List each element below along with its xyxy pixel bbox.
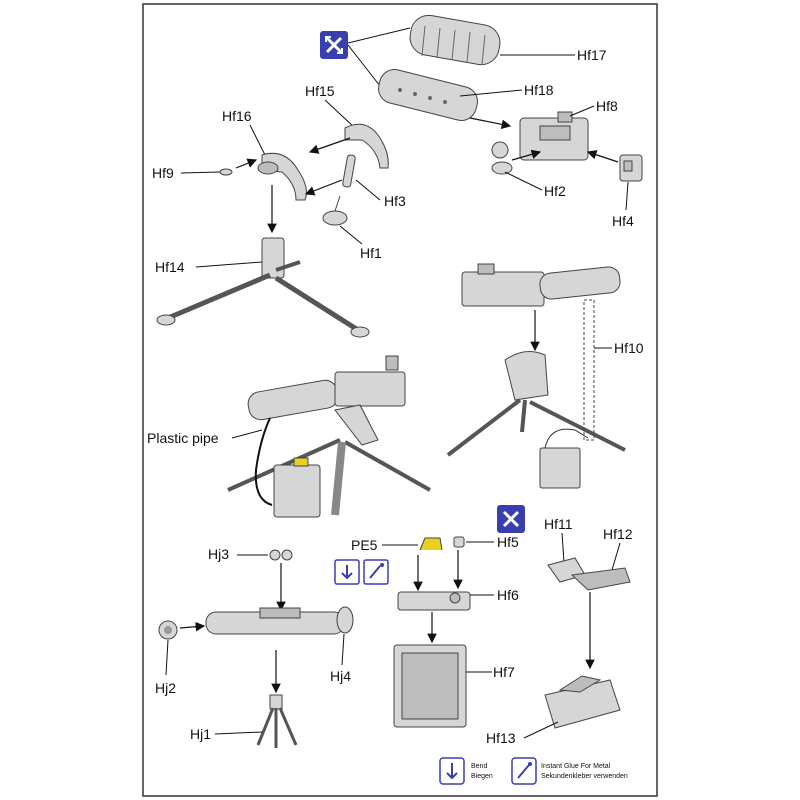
hf6-part: [397, 591, 471, 611]
label-hf14: Hf14: [155, 259, 185, 275]
label-hf2: Hf2: [544, 183, 566, 199]
pe5-part: [419, 537, 443, 551]
label-hf12: Hf12: [603, 526, 633, 542]
label-hf16: Hf16: [222, 108, 252, 124]
hf9-part: [219, 168, 233, 176]
hf4-part: [619, 154, 643, 182]
label-hf11: Hf11: [544, 516, 573, 532]
label-hj4: Hj4: [330, 668, 351, 684]
label-hf5: Hf5: [497, 534, 519, 550]
page-frame: [142, 3, 658, 797]
swap-icon: [497, 505, 525, 533]
legend-bend-icon: [439, 757, 465, 785]
label-hf15: Hf15: [305, 83, 335, 99]
hf14-tripod: [156, 237, 370, 338]
hf16-part: [257, 152, 307, 201]
hj3-part: [269, 549, 293, 561]
bend-icon: [334, 559, 360, 585]
label-hf8: Hf8: [596, 98, 618, 114]
label-pe5: PE5: [351, 537, 378, 553]
label-hf6: Hf6: [497, 587, 519, 603]
label-hf4: Hf4: [612, 213, 634, 229]
hf8-part: [519, 111, 589, 161]
legend-glue-en: Instant Glue For Metal: [541, 763, 611, 770]
hj4-part: [336, 606, 354, 634]
water-can-left: [273, 457, 321, 518]
mg-mount-right: [446, 350, 626, 457]
hj1-tripod: [256, 694, 298, 748]
hf3-part: [342, 154, 356, 188]
legend-bend-en: Bend: [471, 763, 487, 770]
ammo-box-right: [539, 428, 589, 489]
hf15-part: [344, 123, 389, 169]
hf5-part: [453, 536, 465, 548]
label-hf13: Hf13: [486, 730, 516, 746]
mg-assembled-left: [227, 355, 431, 516]
swap-icon: [320, 31, 348, 59]
hf18-part: [378, 69, 478, 121]
hj-rangefinder-body: [205, 607, 345, 635]
label-hf3: Hf3: [384, 193, 406, 209]
hf7-part: [393, 644, 467, 728]
hf1-part: [322, 195, 348, 226]
hj2-part: [158, 620, 178, 640]
label-hj1: Hj1: [190, 726, 211, 742]
label-hj3: Hj3: [208, 546, 229, 562]
label-hf17: Hf17: [577, 47, 607, 63]
hf11-hf12-part: [547, 557, 631, 591]
label-plastic-pipe: Plastic pipe: [147, 430, 219, 446]
label-hf9: Hf9: [152, 165, 174, 181]
label-hf1: Hf1: [360, 245, 382, 261]
label-hf7: Hf7: [493, 664, 515, 680]
hf17-part: [409, 14, 501, 66]
label-hf18: Hf18: [524, 82, 554, 98]
label-hj2: Hj2: [155, 680, 176, 696]
glue-icon: [363, 559, 389, 585]
hf13-part: [544, 675, 621, 729]
label-hf10: Hf10: [614, 340, 644, 356]
plastic-pipe: [254, 417, 273, 506]
legend-bend-de: Biegen: [471, 773, 493, 780]
hf2-part: [491, 141, 513, 175]
legend-glue-icon: [511, 757, 537, 785]
legend-glue-de: Sekundenkleber verwenden: [541, 773, 628, 780]
mg-assembled-upper: [461, 263, 621, 307]
ammo-belt-hf10: [583, 299, 595, 441]
